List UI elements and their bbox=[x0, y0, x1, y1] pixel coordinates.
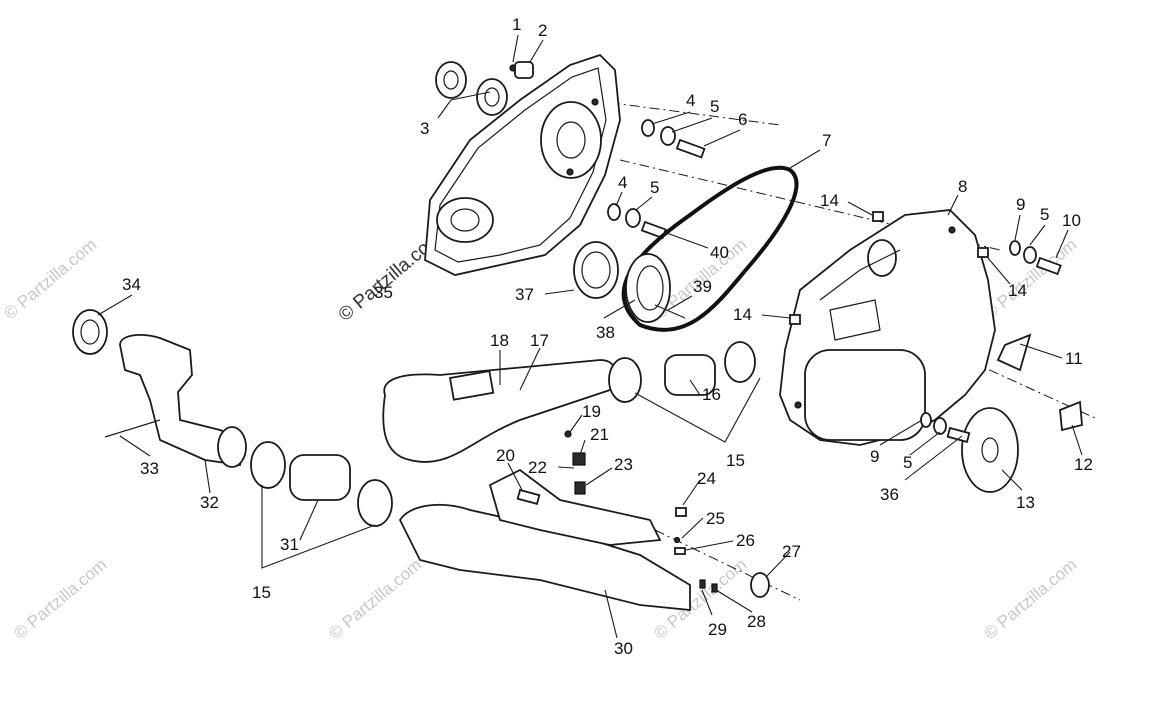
lower-clamp-part bbox=[250, 441, 393, 527]
callout-25: 25 bbox=[706, 509, 725, 528]
callout-15: 15 bbox=[252, 583, 271, 602]
callout-5: 5 bbox=[710, 97, 719, 116]
callout-8: 8 bbox=[958, 177, 967, 196]
watermark: © Partzilla.com bbox=[325, 555, 425, 643]
fastener-set-right bbox=[789, 211, 1062, 325]
callout-14: 14 bbox=[733, 305, 752, 324]
callout-3: 3 bbox=[420, 119, 429, 138]
callout-20: 20 bbox=[496, 446, 515, 465]
callout-6: 6 bbox=[738, 110, 747, 129]
left-duct-part bbox=[72, 309, 247, 468]
inner-cover-part bbox=[424, 53, 621, 276]
callout-38: 38 bbox=[596, 323, 615, 342]
callout-16: 16 bbox=[702, 385, 721, 404]
intake-duct-part bbox=[382, 341, 756, 463]
callout-1: 1 bbox=[512, 15, 521, 34]
callout-35: 35 bbox=[374, 283, 393, 302]
callout-14: 14 bbox=[820, 191, 839, 210]
outer-cover-part bbox=[779, 209, 996, 446]
callout-31: 31 bbox=[280, 535, 299, 554]
lower-duct-part bbox=[398, 468, 770, 611]
seal-37-part bbox=[573, 241, 619, 299]
watermark: © Partzilla.com bbox=[980, 555, 1080, 643]
callout-29: 29 bbox=[708, 620, 727, 639]
callout-labels: 1 2 3 4 5 6 7 4 5 40 35 37 38 39 8 14 14… bbox=[122, 15, 1093, 658]
callout-5: 5 bbox=[1040, 205, 1049, 224]
callout-36: 36 bbox=[880, 485, 899, 504]
watermark: © Partzilla.com bbox=[30, 0, 130, 3]
callout-15: 15 bbox=[726, 451, 745, 470]
callout-2: 2 bbox=[538, 21, 547, 40]
callout-9: 9 bbox=[1016, 195, 1025, 214]
callout-19: 19 bbox=[582, 402, 601, 421]
watermark: © Partzilla.com bbox=[10, 555, 110, 643]
bushing-part bbox=[509, 61, 534, 79]
callout-14: 14 bbox=[1008, 281, 1027, 300]
callout-32: 32 bbox=[200, 493, 219, 512]
fastener-set-top bbox=[607, 119, 706, 240]
gasket-38-part bbox=[625, 253, 686, 323]
callout-7: 7 bbox=[822, 131, 831, 150]
callout-27: 27 bbox=[782, 542, 801, 561]
callout-37: 37 bbox=[515, 285, 534, 304]
callout-39: 39 bbox=[693, 277, 712, 296]
callout-24: 24 bbox=[697, 469, 716, 488]
callout-40: 40 bbox=[710, 243, 729, 262]
callout-4: 4 bbox=[618, 173, 627, 192]
callout-33: 33 bbox=[140, 459, 159, 478]
callout-22: 22 bbox=[528, 458, 547, 477]
fastener-set-lower bbox=[920, 412, 971, 443]
callout-23: 23 bbox=[614, 455, 633, 474]
seal-part bbox=[435, 61, 508, 116]
callout-18: 18 bbox=[490, 331, 509, 350]
callout-12: 12 bbox=[1074, 455, 1093, 474]
callout-28: 28 bbox=[747, 612, 766, 631]
callout-30: 30 bbox=[614, 639, 633, 658]
decal-part bbox=[996, 333, 1083, 432]
callout-4: 4 bbox=[686, 91, 695, 110]
callout-11: 11 bbox=[1065, 349, 1083, 368]
callout-5: 5 bbox=[903, 453, 912, 472]
callout-26: 26 bbox=[736, 531, 755, 550]
callout-13: 13 bbox=[1016, 493, 1035, 512]
callout-34: 34 bbox=[122, 275, 141, 294]
callout-5: 5 bbox=[650, 178, 659, 197]
callout-10: 10 bbox=[1062, 211, 1081, 230]
small-hardware-part bbox=[516, 430, 718, 593]
callout-21: 21 bbox=[590, 425, 609, 444]
callout-17: 17 bbox=[530, 331, 549, 350]
plate-13-part bbox=[961, 407, 1019, 493]
leader-lines bbox=[97, 34, 1083, 639]
callout-9: 9 bbox=[870, 447, 879, 466]
